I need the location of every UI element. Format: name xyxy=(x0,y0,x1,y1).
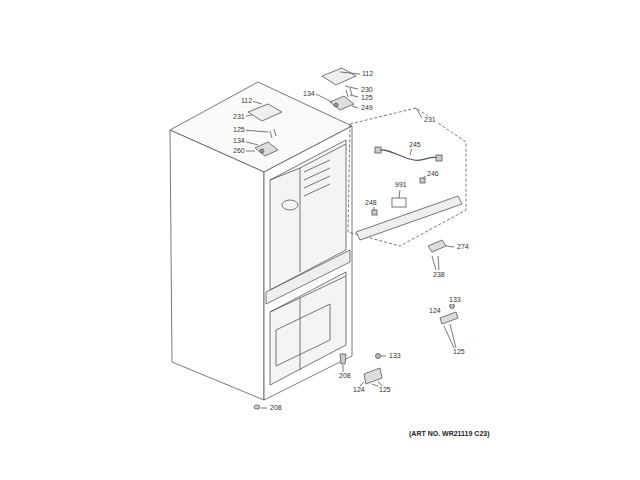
callout-number: 231 xyxy=(423,116,437,124)
callout-number: 125 xyxy=(378,386,392,394)
callout-number: 133 xyxy=(448,296,462,304)
callout-number: 112 xyxy=(361,70,374,78)
callout-number: 991 xyxy=(394,181,408,189)
art-number: (ART NO. WR21119 C23) xyxy=(408,430,491,438)
callout-number: 249 xyxy=(360,104,374,112)
callout-number: 231 xyxy=(232,113,246,121)
callout-number: 274 xyxy=(456,243,470,251)
callout-number: 125 xyxy=(232,126,246,134)
callout-number: 208 xyxy=(338,372,352,380)
callout-number: 125 xyxy=(360,94,374,102)
callout-number: 124 xyxy=(352,386,366,394)
callout-number: 112 xyxy=(240,97,253,105)
callout-number: 208 xyxy=(269,404,283,412)
callout-number: 260 xyxy=(232,147,246,155)
callout-number: 133 xyxy=(388,352,402,360)
callout-number: 238 xyxy=(432,271,446,279)
callout-number: 134 xyxy=(302,90,316,98)
callout-number: 230 xyxy=(360,86,374,94)
callout-number: 248 xyxy=(364,199,378,207)
callout-number: 124 xyxy=(428,307,442,315)
callout-number: 245 xyxy=(408,141,422,149)
callout-number: 125 xyxy=(452,348,466,356)
callout-number: 134 xyxy=(232,137,246,145)
callout-number: 246 xyxy=(426,170,440,178)
